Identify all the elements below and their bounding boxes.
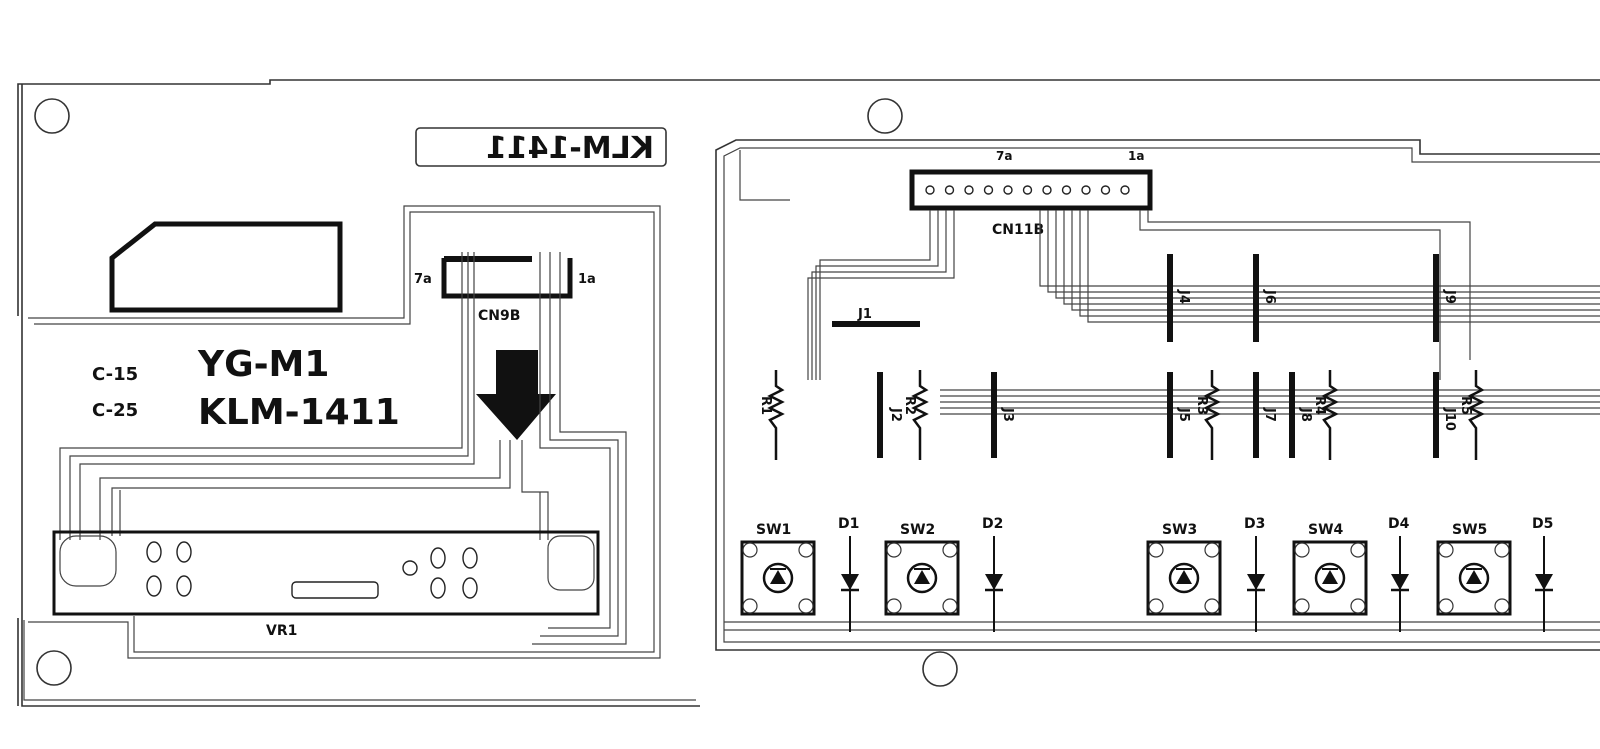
- jumper-label: J9: [1442, 289, 1457, 304]
- diode-label: D4: [1388, 516, 1410, 532]
- connector-cn9b: 7a 1a CN9B: [414, 256, 596, 324]
- switch-sw4: [1292, 540, 1368, 616]
- connector-pin: [1061, 185, 1072, 195]
- chamfered-block: [109, 221, 343, 313]
- switch-sw3: [1146, 540, 1222, 616]
- diode-label: D3: [1244, 516, 1265, 532]
- resistor-label: R5: [1458, 396, 1473, 415]
- connector-pin: [1100, 185, 1111, 195]
- board-id-box: [415, 127, 667, 167]
- jumper-label: J8: [1298, 407, 1313, 422]
- cn9b-traces: [59, 252, 627, 645]
- connector-pin: [1003, 185, 1013, 195]
- jumper-label: J4: [1176, 289, 1191, 304]
- diode-d4: [1391, 536, 1409, 632]
- direction-arrow: [476, 350, 556, 440]
- connector-pin: [983, 185, 994, 195]
- potentiometer-vr1: VR1: [52, 530, 600, 639]
- model-name-1: YG-M1: [197, 344, 329, 385]
- switch-label: SW5: [1452, 522, 1487, 538]
- resistor-label: R1: [758, 396, 773, 415]
- bus-traces: [724, 210, 1600, 631]
- connector-pin: [925, 185, 935, 195]
- connector-pin: [1022, 185, 1033, 195]
- resistor-r4: [1321, 370, 1339, 460]
- diode-d2: [985, 536, 1003, 632]
- diode-d3: [1247, 536, 1265, 632]
- model-code-1: C-15: [92, 364, 138, 385]
- diode-d1: [841, 536, 859, 632]
- jumper-label: J2: [888, 407, 903, 422]
- connector-pin: [944, 185, 955, 195]
- model-code-2: C-25: [92, 400, 138, 421]
- connector-pin: [1120, 185, 1130, 195]
- connector-cn11b: 7a 1a CN11B: [909, 149, 1153, 238]
- mounting-hole: [867, 98, 903, 134]
- cn11b-label: CN11B: [992, 222, 1044, 238]
- connector-pin: [1042, 185, 1052, 195]
- switch-label: SW1: [756, 522, 791, 538]
- left-board: KLM-1411 C-15 YG-M1 C-25 KLM-1411 7a 1a …: [17, 79, 1600, 707]
- diode-d5: [1535, 536, 1553, 632]
- board-id-mirrored: KLM-1411: [486, 131, 654, 166]
- resistor-label: R3: [1194, 396, 1209, 415]
- switch-label: SW4: [1308, 522, 1344, 538]
- model-name-2: KLM-1411: [198, 392, 400, 433]
- resistor-label: R2: [902, 396, 917, 415]
- cn9b-label: CN9B: [478, 308, 520, 324]
- resistor-r5: [1467, 370, 1485, 460]
- switch-sw5: [1436, 540, 1512, 616]
- switch-label: SW2: [900, 522, 935, 538]
- mounting-hole: [36, 650, 72, 686]
- resistor-r3: [1203, 370, 1221, 460]
- jumper-label: J6: [1262, 289, 1277, 304]
- connector-pin: [1081, 185, 1091, 195]
- resistor-r2: [911, 370, 929, 460]
- connector-pin: [964, 185, 974, 195]
- vr1-label: VR1: [266, 623, 297, 639]
- resistor-label: R4: [1312, 396, 1327, 415]
- cn11b-pin-left: 7a: [996, 149, 1012, 163]
- jumper-label: J10: [1442, 407, 1457, 431]
- cn9b-pin-right: 1a: [578, 272, 596, 287]
- cn11b-pin-right: 1a: [1128, 149, 1144, 163]
- switch-label: SW3: [1162, 522, 1197, 538]
- diode-label: D1: [838, 516, 859, 532]
- jumper-label: J1: [857, 307, 872, 322]
- jumper-label: J7: [1262, 407, 1277, 422]
- switch-sw1: [740, 540, 816, 616]
- jumper-label: J5: [1176, 407, 1191, 422]
- mounting-hole: [34, 98, 70, 134]
- diode-label: D2: [982, 516, 1003, 532]
- cn9b-pin-left: 7a: [414, 272, 432, 287]
- mounting-hole: [922, 651, 958, 687]
- diode-label: D5: [1532, 516, 1553, 532]
- jumper-label: J3: [1000, 407, 1015, 422]
- resistor-r1: [767, 370, 785, 460]
- switch-sw2: [884, 540, 960, 616]
